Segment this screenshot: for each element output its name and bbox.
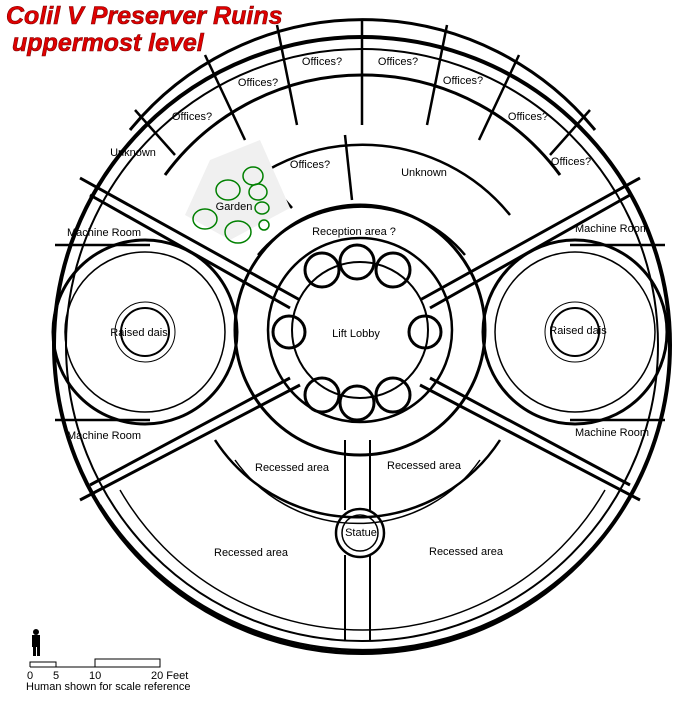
scale-tick-label: 0 (27, 670, 33, 682)
room-label-raised-dais: Raised dais (110, 327, 168, 339)
map-title-line2: uppermost level (12, 29, 205, 57)
structure-walls (51, 18, 672, 655)
room-label-machine-room: Machine Room (67, 227, 141, 239)
room-label-recessed-area: Recessed area (214, 547, 289, 559)
room-label-raised-dais: Raised dais (549, 325, 607, 337)
shrub-icon (254, 201, 270, 215)
shrub-icon (224, 220, 252, 244)
room-label-lift-lobby: Lift Lobby (332, 328, 380, 340)
room-label-offices: Offices? (378, 56, 418, 68)
scale-note: Human shown for scale reference (26, 681, 190, 693)
shrub-icon (192, 208, 218, 230)
room-label-machine-room: Machine Room (575, 223, 649, 235)
room-label-offices: Offices? (443, 75, 483, 87)
room-label-statue: Statue (345, 527, 377, 539)
room-label-recessed-area: Recessed area (387, 460, 462, 472)
garden-area (185, 140, 290, 244)
room-label-machine-room: Machine Room (67, 430, 141, 442)
room-label-unknown: Unknown (110, 147, 156, 159)
map-title-line1: Colil V Preserver Ruins (6, 2, 283, 30)
room-label-machine-room: Machine Room (575, 427, 649, 439)
room-label-offices: Offices? (302, 56, 342, 68)
shrub-icon (258, 219, 270, 231)
room-label-offices: Offices? (238, 77, 278, 89)
room-label-recessed-area: Recessed area (255, 462, 330, 474)
room-label-reception: Reception area ? (312, 226, 396, 238)
shrub-icon (248, 183, 268, 201)
scale-tick-label: 20 Feet (151, 670, 188, 682)
room-label-unknown: Unknown (401, 167, 447, 179)
shrub-icon (215, 179, 241, 201)
human-scale-figure (32, 629, 40, 656)
room-label-garden: Garden (216, 201, 253, 213)
room-label-offices: Offices? (172, 111, 212, 123)
room-label-recessed-area: Recessed area (429, 546, 504, 558)
room-label-offices: Offices? (290, 159, 330, 171)
scale-tick-label: 10 (89, 670, 101, 682)
room-label-offices: Offices? (508, 111, 548, 123)
scale-tick-label: 5 (53, 670, 59, 682)
scale-bar (29, 658, 161, 668)
room-label-offices: Offices? (551, 156, 591, 168)
